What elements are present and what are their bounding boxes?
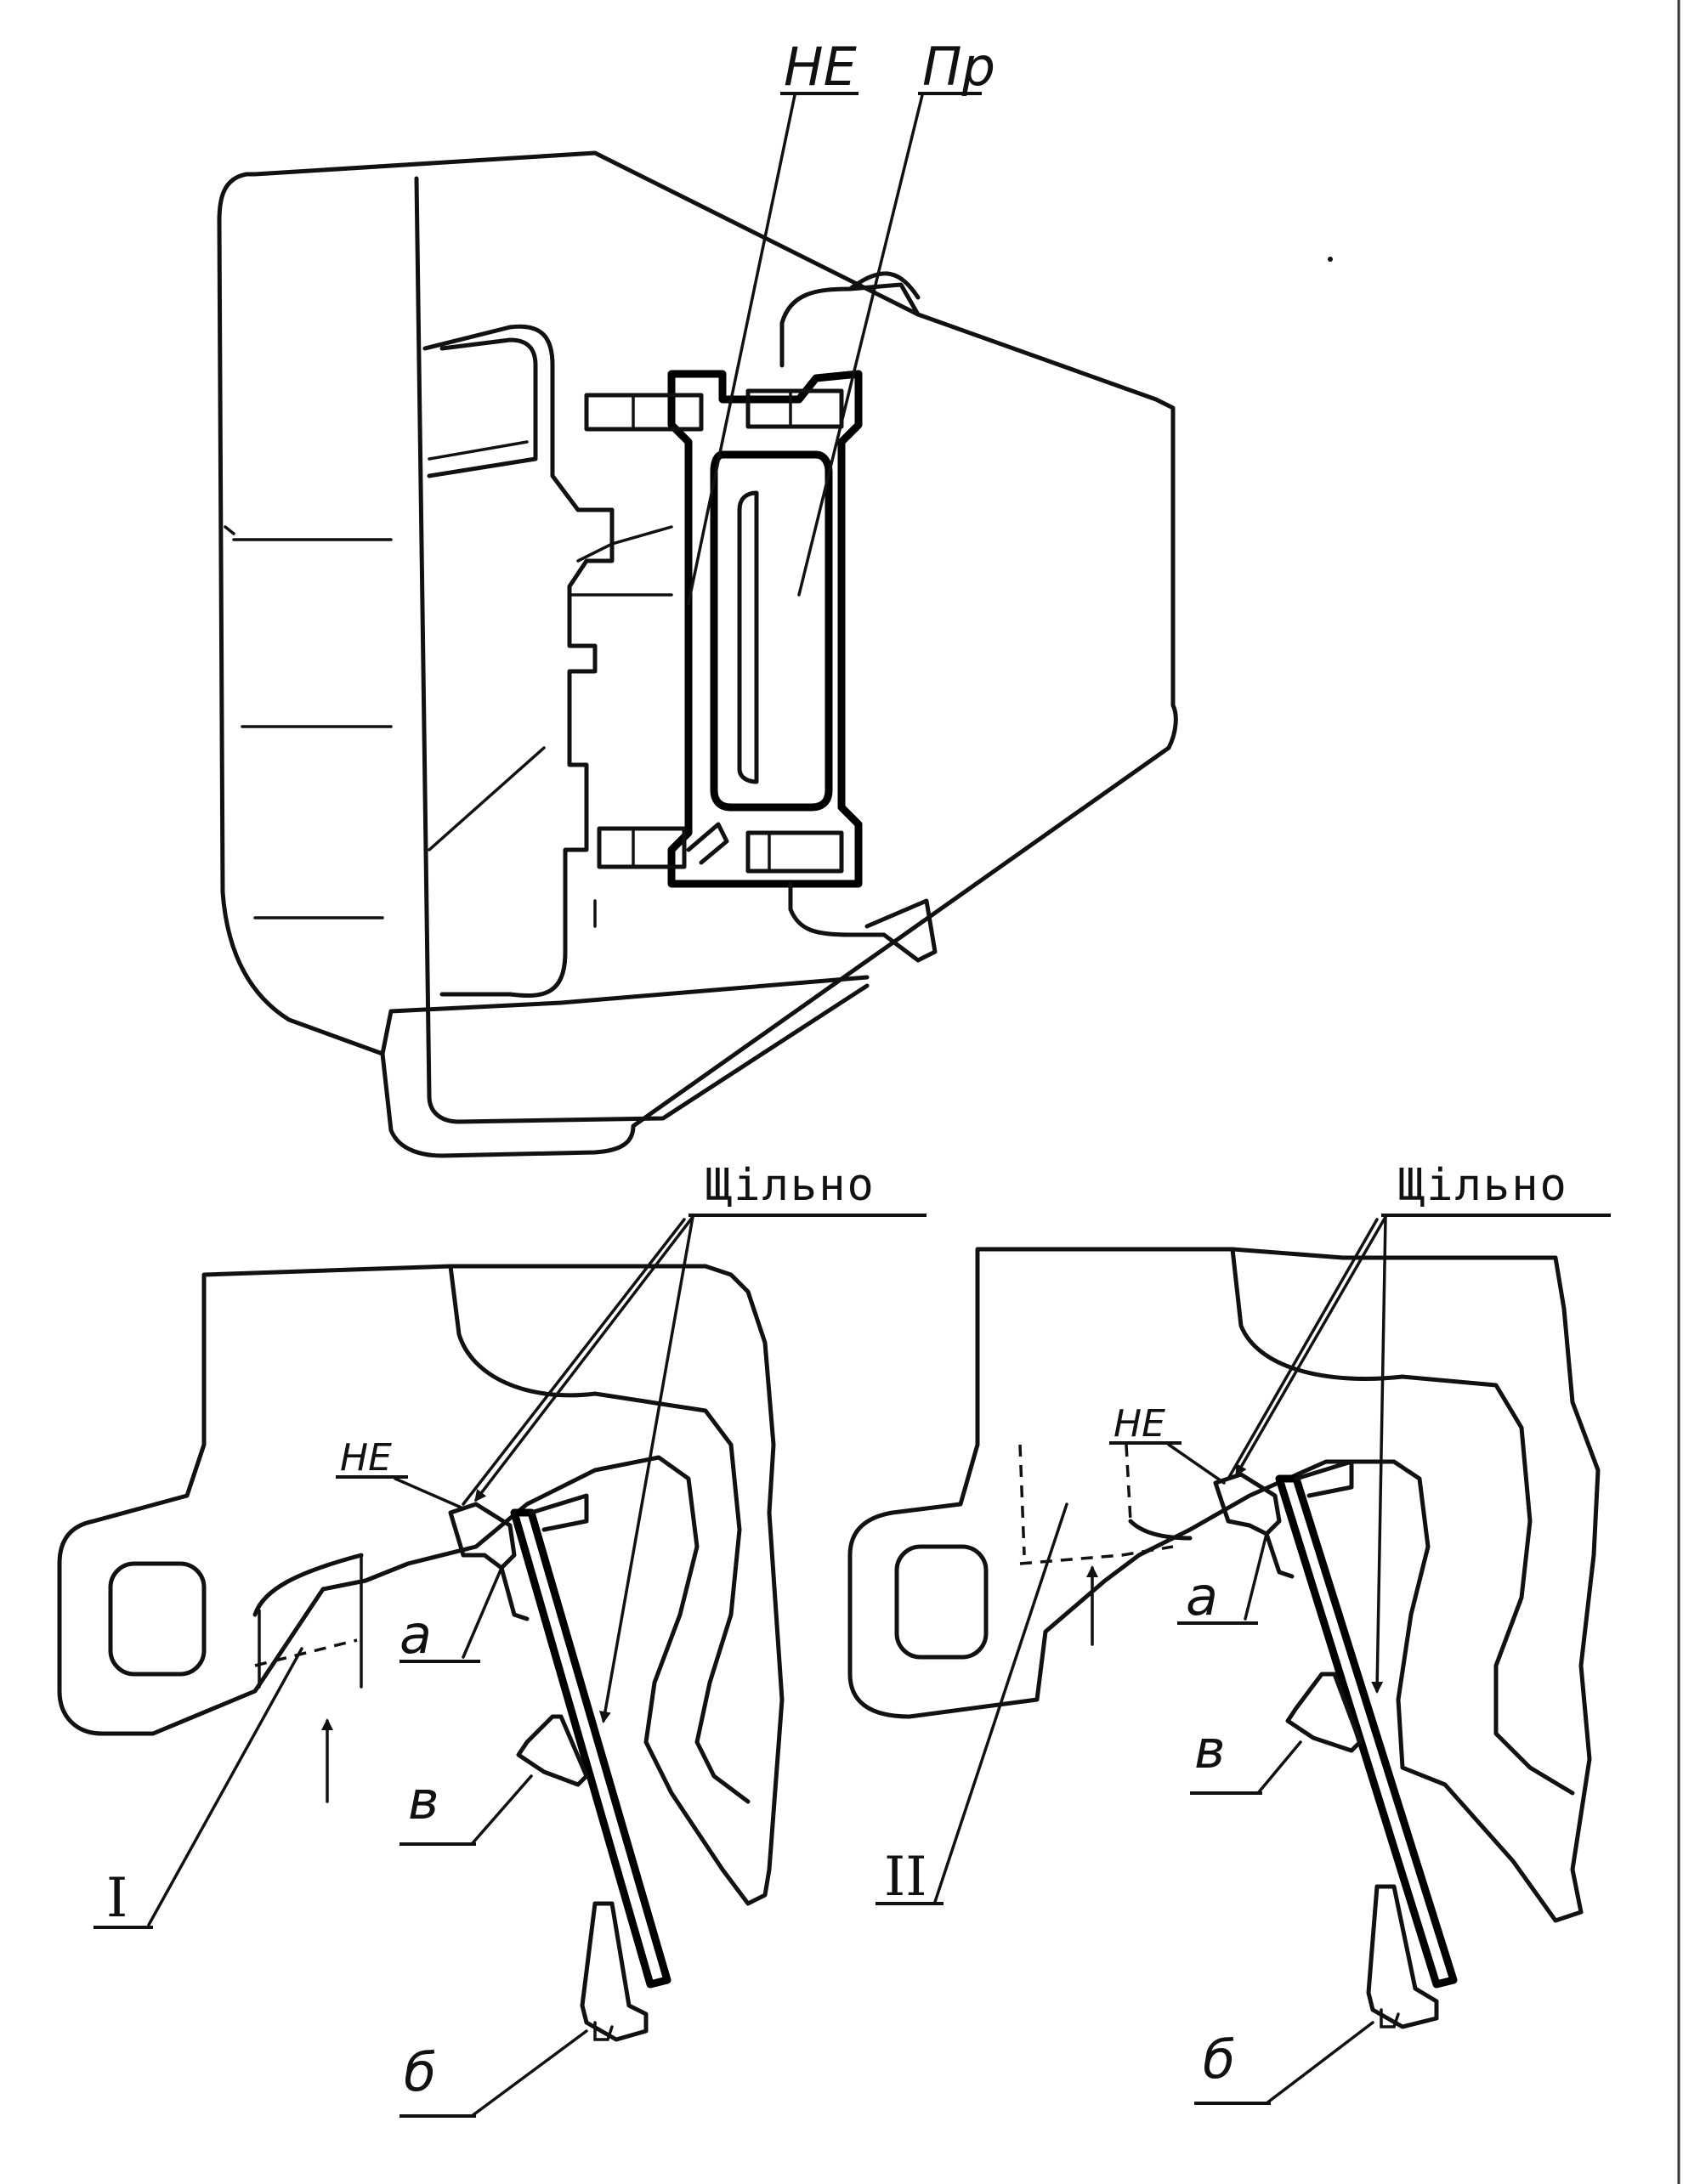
- label-pr-top: Пр: [922, 36, 995, 98]
- detail-II-not-label: НЕ: [1114, 1402, 1165, 1446]
- detail-I-lug-a: [499, 1565, 530, 1621]
- housing-left-wall: [414, 176, 870, 1124]
- detail-II-a-leader: [1244, 1532, 1268, 1621]
- detail-II-dashed-cut: [1019, 1545, 1174, 1565]
- bracket-diagonal-2: [428, 746, 546, 852]
- detail-II-not-leader: [1167, 1443, 1226, 1485]
- detail-II: [847, 1247, 1601, 2029]
- housing-bottom-lip: [380, 975, 870, 1056]
- detail-I-cutout: [252, 1553, 364, 1617]
- detail-I-v-leader: [470, 1774, 533, 1846]
- lug-top-right: [779, 271, 921, 368]
- detail-I-roman-leader: [147, 1647, 303, 1927]
- bolt-top-right: [745, 388, 844, 429]
- detail-I-bottom-notches: [593, 2021, 614, 2041]
- detail-II-lug-v: [1285, 1672, 1363, 1753]
- detail-II-window: [894, 1544, 989, 1660]
- bolt-bottom-right: [745, 830, 844, 874]
- detail-I-not-label: НЕ: [340, 1436, 392, 1480]
- detail-I-tight-label: Щільно: [706, 1160, 876, 1211]
- detail-I-labels: Щільно НЕ а в б I: [94, 1160, 926, 2118]
- detail-II-cutout: [1128, 1519, 1193, 1541]
- detail-II-tight-leader-2: [1371, 1215, 1387, 1694]
- central-window: [710, 450, 833, 812]
- central-frame: [667, 370, 863, 888]
- detail-II-lug-a: [1264, 1531, 1295, 1579]
- housing-outline: [217, 150, 1178, 1158]
- detail-II-label-b: б: [1203, 2028, 1235, 2091]
- detail-II-dashed-vert-1: [1018, 1444, 1026, 1556]
- detail-I-not-leader: [394, 1477, 465, 1510]
- detail-II-roman: II: [884, 1846, 927, 1909]
- bolt-top-left: [584, 393, 704, 432]
- detail-I-top-plate: [529, 1493, 589, 1532]
- detail-II-dashed-vert-2: [1125, 1444, 1132, 1522]
- bolt-bottom-clip: [686, 822, 729, 865]
- top-view-assembly: [217, 150, 1178, 1158]
- leader-pr-top: [797, 93, 924, 597]
- top-labels: НЕ Пр: [687, 36, 995, 605]
- detail-I-inner-curve: [448, 1264, 751, 1804]
- speck-dot: [1328, 257, 1333, 262]
- detail-II-body: [847, 1247, 1601, 1923]
- detail-II-inner-curve: [1230, 1247, 1575, 1796]
- bracket-diagonal-3: [576, 525, 673, 563]
- detail-I-window: [108, 1561, 207, 1677]
- detail-II-tight-leader-1: [1235, 1215, 1387, 1477]
- detail-II-bottom-notches: [1380, 2008, 1400, 2028]
- detail-I-label-b: б: [404, 2041, 436, 2103]
- detail-II-top-plate: [1294, 1459, 1354, 1498]
- tick-line-4: [224, 525, 235, 535]
- detail-I-tight-leader-1: [474, 1215, 694, 1502]
- detail-I-label-v: в: [408, 1769, 439, 1831]
- bracket-diagonal-1: [428, 440, 529, 461]
- detail-I-tight-leader-2: [599, 1215, 694, 1723]
- central-window-inner: [737, 490, 759, 784]
- detail-I-roman: I: [106, 1867, 128, 1930]
- label-he-top: НЕ: [784, 36, 858, 98]
- detail-II-lever: [1275, 1474, 1458, 1989]
- bracket-left: [422, 324, 615, 999]
- detail-I-lug-b: [580, 1901, 649, 2042]
- detail-II-label-v: в: [1194, 1718, 1226, 1780]
- detail-I-tight-leader-3: [462, 1218, 686, 1506]
- detail-I-label-a: а: [400, 1604, 432, 1666]
- bracket-inner: [427, 337, 538, 478]
- lug-bottom-right: [788, 881, 938, 963]
- detail-II-lever-top-lug: [1213, 1472, 1282, 1536]
- detail-II-roman-leader: [933, 1502, 1068, 1904]
- detail-I-body: [57, 1264, 785, 1906]
- detail-I-a-leader: [462, 1566, 503, 1659]
- detail-I-lever-top-lug: [448, 1502, 517, 1570]
- detail-II-label-a: а: [1186, 1565, 1218, 1627]
- detail-I-dashed-cut: [254, 1638, 358, 1667]
- detail-I-lever: [510, 1508, 672, 1989]
- detail-II-labels: Щільно НЕ а в б II: [876, 1160, 1611, 2105]
- leader-he-top: [687, 93, 796, 605]
- detail-I: [57, 1264, 785, 2042]
- detail-II-lug-b: [1366, 1884, 1439, 2029]
- detail-II-b-leader: [1265, 2021, 1374, 2105]
- detail-II-tight-leader-3: [1227, 1218, 1379, 1480]
- detail-II-tight-label: Щільно: [1398, 1160, 1568, 1211]
- detail-I-b-leader: [470, 2029, 588, 2118]
- detail-I-lug-v: [516, 1714, 589, 1787]
- detail-II-v-leader: [1256, 1740, 1302, 1795]
- bolt-bottom-left: [597, 826, 687, 869]
